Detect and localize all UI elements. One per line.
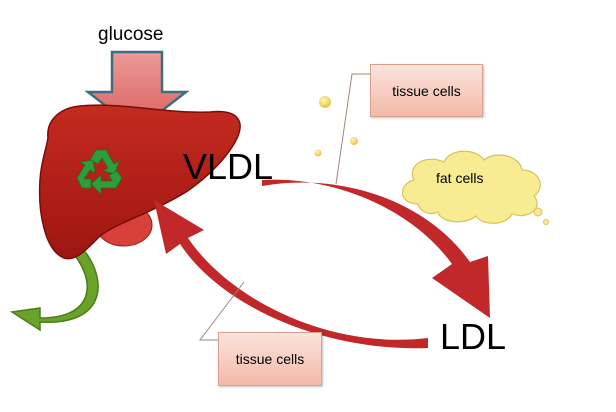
tissue-cells-note-bottom: tissue cells [218,332,322,386]
fat-cloud-puff [533,207,543,217]
callout-line-bottom [198,281,245,341]
ldl-to-liver-arrow [154,200,428,349]
recycle-icon [76,149,123,195]
fat-cells-cloud [401,150,541,224]
fat-cloud-puff [543,219,549,225]
tissue-cells-text: tissue cells [392,82,461,99]
callout-line-top [335,73,370,185]
liver [38,104,241,260]
glucose-label: glucose [98,24,164,45]
vldl-to-ldl-arrow [262,179,490,318]
fat-globule [314,149,322,157]
bile-arrow [9,247,99,332]
vldl-label: VLDL [183,146,274,187]
tissue-cells-text: tissue cells [235,351,305,367]
fat-globule [319,96,331,108]
fat-globule [350,137,358,145]
fat-cells-label: fat cells [436,170,484,186]
tissue-cells-note-top: tissue cells [370,64,483,117]
ldl-label: LDL [440,316,507,357]
